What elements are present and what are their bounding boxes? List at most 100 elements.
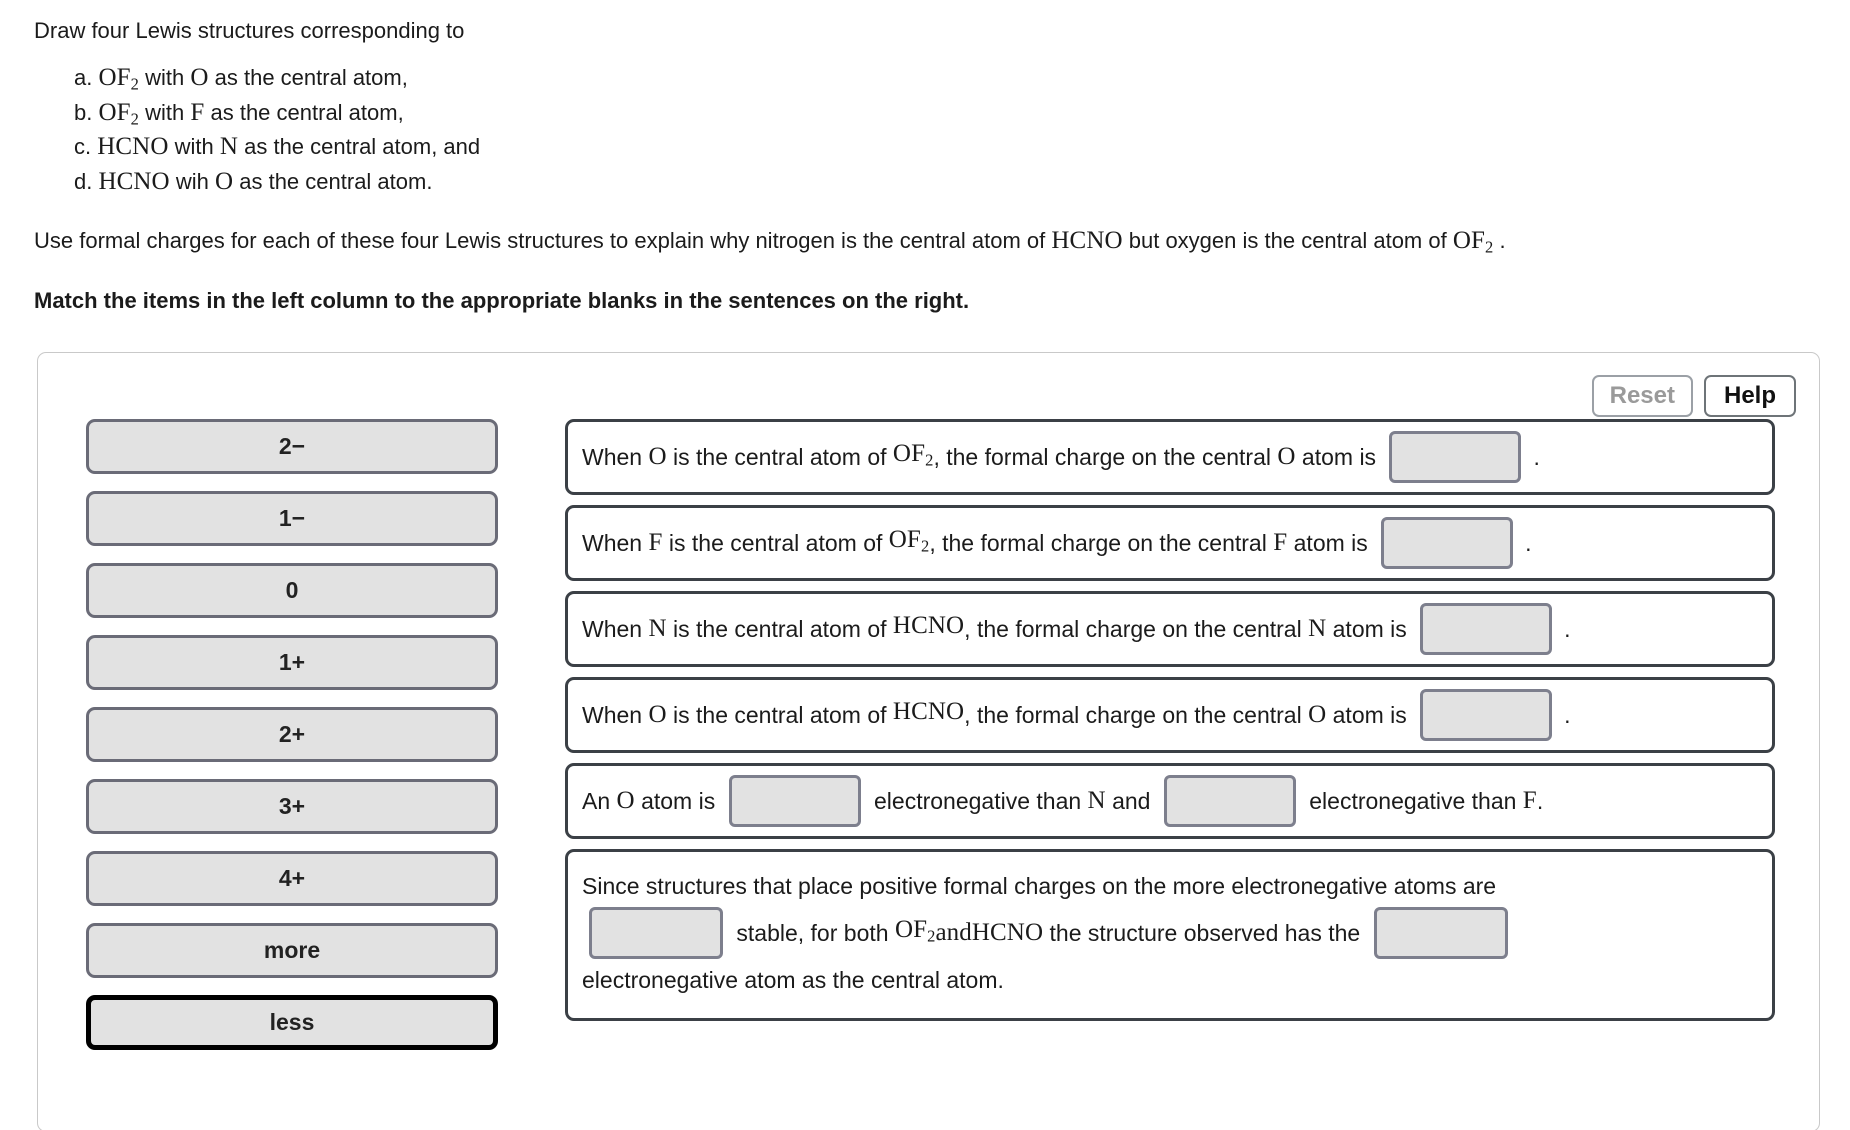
s2-molecule: OF2 <box>888 525 930 556</box>
s3-text-3: , the formal charge on the central <box>964 616 1309 642</box>
formal-charges-molecule-of2: OF2 <box>1452 227 1494 258</box>
s4-atom-1: O <box>648 701 667 728</box>
item-a-formula: OF2 <box>98 64 139 94</box>
s3-text-1: When <box>582 616 649 642</box>
s5-drop-blank-1[interactable] <box>728 775 861 827</box>
s2-atom-1: F <box>648 529 663 556</box>
s1-atom-2: O <box>1277 443 1296 470</box>
prompt-sub-list: a. OF2 with O as the central atom, b. OF… <box>74 64 1816 202</box>
s2-text-2: is the central atom of <box>662 530 889 556</box>
s6-text-4: the structure observed has the <box>1043 920 1367 946</box>
answer-chip-3-plus[interactable]: 3+ <box>86 779 498 834</box>
item-a-rest: with <box>139 65 191 90</box>
s5-atom-2: N <box>1087 787 1106 814</box>
item-b-tail: as the central atom, <box>204 99 404 125</box>
s5-text-3: electronegative than <box>867 788 1088 814</box>
item-b-rest: with <box>139 99 191 125</box>
s3-atom-2: N <box>1308 615 1327 642</box>
s2-period: . <box>1525 530 1532 556</box>
s1-text-3: , the formal charge on the central <box>933 444 1278 470</box>
s2-drop-blank[interactable] <box>1381 517 1514 569</box>
prompt-list-item-c: c. HCNO with N as the central atom, and <box>74 133 1816 168</box>
item-a-tail: as the central atom, <box>208 65 408 90</box>
s1-period: . <box>1533 444 1540 470</box>
sentence-5-content: An O atom is electronegative than N and … <box>582 775 1543 827</box>
activity-toolbar: Reset Help <box>1591 375 1796 417</box>
item-d-atom: O <box>214 167 234 195</box>
answer-chip-4-plus[interactable]: 4+ <box>86 851 498 906</box>
s5-atom-3: F <box>1522 787 1537 814</box>
s5-text-1: An <box>582 788 617 814</box>
formal-charges-paragraph: Use formal charges for each of these fou… <box>34 226 1816 263</box>
question-prompt: Draw four Lewis structures corresponding… <box>0 16 1850 316</box>
s1-text-4: atom is <box>1295 444 1383 470</box>
s6-line-3: electronegative atom as the central atom… <box>582 967 1004 993</box>
s3-period: . <box>1564 616 1571 642</box>
s1-drop-blank[interactable] <box>1389 431 1522 483</box>
item-c-formula: HCNO <box>97 133 169 161</box>
sentence-2-content: When F is the central atom of OF2, the f… <box>582 517 1532 569</box>
s4-text-1: When <box>582 702 649 728</box>
sentence-box-3: When N is the central atom of HCNO, the … <box>565 591 1775 667</box>
s5-text-5: electronegative than <box>1302 788 1523 814</box>
s1-atom-1: O <box>648 443 667 470</box>
answer-chip-2-plus[interactable]: 2+ <box>86 707 498 762</box>
formal-charges-text-1: Use formal charges for each of these fou… <box>34 228 1052 254</box>
s4-text-2: is the central atom of <box>666 702 893 728</box>
prompt-intro-line: Draw four Lewis structures corresponding… <box>34 18 465 43</box>
s4-drop-blank[interactable] <box>1420 689 1553 741</box>
item-c-rest: with <box>168 134 220 160</box>
prompt-list-item-d: d. HCNO wih O as the central atom. <box>74 168 1816 203</box>
item-d-rest: wih <box>169 168 215 194</box>
s1-molecule: OF2 <box>892 439 934 470</box>
sentence-4-content: When O is the central atom of HCNO, the … <box>582 689 1571 741</box>
item-d-formula: HCNO <box>98 167 170 195</box>
s1-text-1: When <box>582 444 649 470</box>
s5-drop-blank-2[interactable] <box>1163 775 1296 827</box>
s6-text-2: stable, for both <box>730 920 895 946</box>
formal-charges-text-2: but oxygen is the central atom of <box>1122 228 1453 254</box>
page-root: Draw four Lewis structures corresponding… <box>0 16 1850 1130</box>
reset-button[interactable]: Reset <box>1591 375 1693 417</box>
answer-chip-0[interactable]: 0 <box>86 563 498 618</box>
formal-charges-molecule-hcno: HCNO <box>1051 227 1123 255</box>
s6-line-1: Since structures that place positive for… <box>582 873 1497 899</box>
s5-text-4: and <box>1105 788 1157 814</box>
s4-atom-2: O <box>1308 701 1327 728</box>
item-c-tail: as the central atom, and <box>238 134 481 160</box>
sentence-1-content: When O is the central atom of OF2, the f… <box>582 431 1540 483</box>
item-a-atom: O <box>190 64 209 91</box>
sentence-box-6: Since structures that place positive for… <box>565 849 1775 1021</box>
answer-chip-1-minus[interactable]: 1− <box>86 491 498 546</box>
s6-molecule-of2: OF2 <box>894 915 936 946</box>
sentence-box-4: When O is the central atom of HCNO, the … <box>565 677 1775 753</box>
s6-drop-blank-1[interactable] <box>589 907 723 959</box>
answer-chip-less[interactable]: less <box>86 995 498 1050</box>
s3-molecule: HCNO <box>892 611 965 639</box>
s4-text-3: , the formal charge on the central <box>964 702 1309 728</box>
s3-text-4: atom is <box>1326 616 1414 642</box>
s5-atom-1: O <box>616 787 635 814</box>
s2-atom-2: F <box>1273 529 1288 556</box>
item-d-label: d. <box>74 168 99 194</box>
s4-text-4: atom is <box>1326 702 1414 728</box>
item-c-atom: N <box>219 133 238 161</box>
s4-molecule: HCNO <box>892 697 965 725</box>
matching-activity-panel: Reset Help 2− 1− 0 1+ 2+ 3+ 4+ more less <box>37 352 1820 1130</box>
s3-drop-blank[interactable] <box>1420 603 1553 655</box>
answer-chip-2-minus[interactable]: 2− <box>86 419 498 474</box>
sentence-3-content: When N is the central atom of HCNO, the … <box>582 603 1571 655</box>
s5-period: . <box>1536 788 1544 814</box>
answer-chip-more[interactable]: more <box>86 923 498 978</box>
item-b-atom: F <box>190 98 205 126</box>
s2-text-3: , the formal charge on the central <box>929 530 1274 556</box>
sentence-list: When O is the central atom of OF2, the f… <box>565 419 1775 1031</box>
help-button[interactable]: Help <box>1704 375 1796 417</box>
answer-chip-1-plus[interactable]: 1+ <box>86 635 498 690</box>
s2-text-4: atom is <box>1287 530 1375 556</box>
item-b-label: b. <box>74 99 99 125</box>
s6-drop-blank-2[interactable] <box>1373 907 1508 959</box>
item-c-label: c. <box>74 134 98 160</box>
matching-board: 2− 1− 0 1+ 2+ 3+ 4+ more less When O is … <box>38 419 1819 1130</box>
